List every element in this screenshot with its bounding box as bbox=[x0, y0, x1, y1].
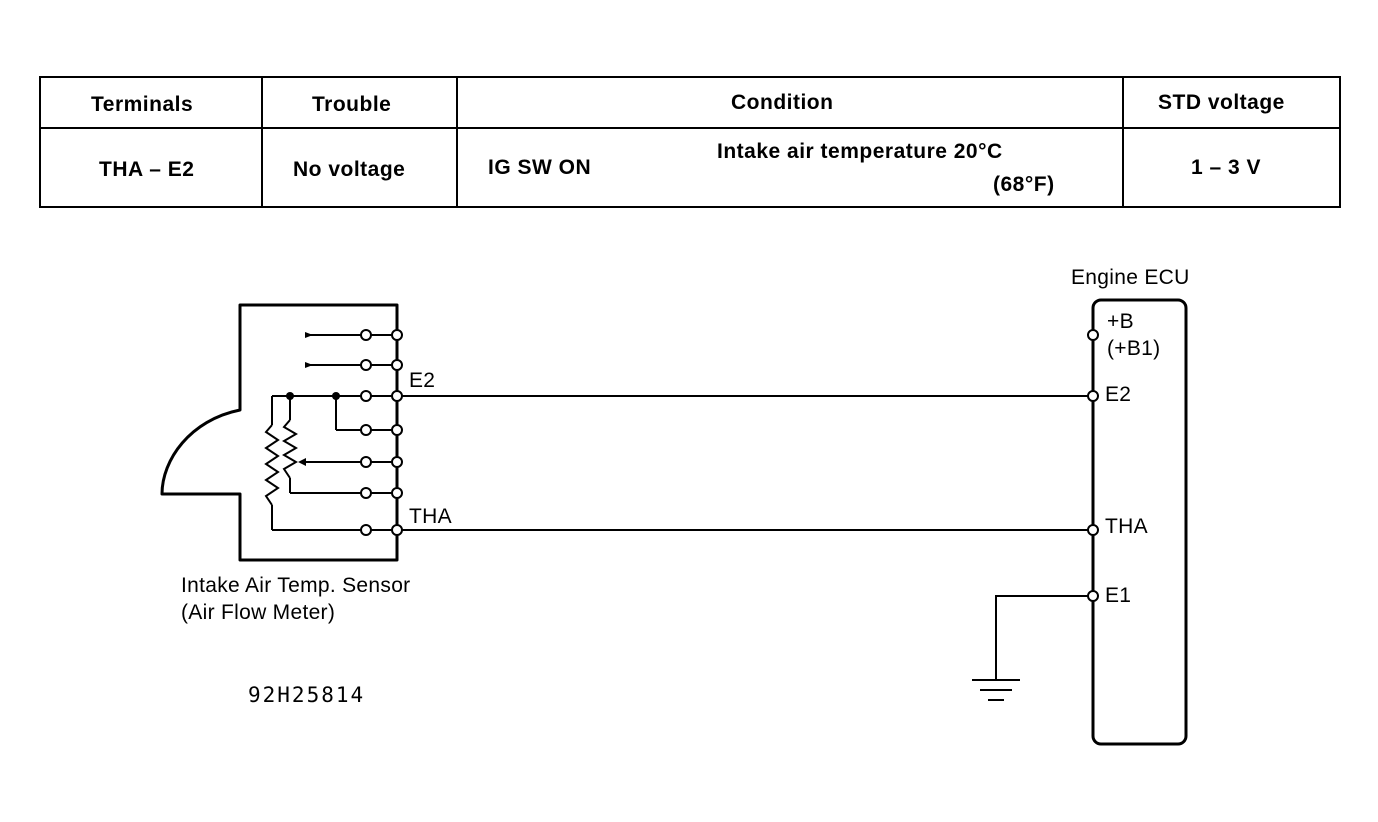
sensor-housing bbox=[160, 303, 399, 562]
sensor-terminal-e2-label: E2 bbox=[409, 369, 436, 392]
header-terminals: Terminals bbox=[91, 93, 194, 116]
table-divider bbox=[261, 78, 263, 206]
table-divider bbox=[456, 78, 458, 206]
header-condition: Condition bbox=[731, 91, 834, 114]
junction-dot bbox=[286, 392, 294, 400]
cell-condition-switch: IG SW ON bbox=[488, 156, 592, 179]
table-divider bbox=[1122, 78, 1124, 206]
ecu-e1-label: E1 bbox=[1105, 584, 1132, 607]
header-std-voltage: STD voltage bbox=[1158, 91, 1285, 114]
sensor-label-line1: Intake Air Temp. Sensor bbox=[181, 574, 411, 597]
wire-e1 bbox=[995, 595, 1093, 680]
wiper-arrow bbox=[298, 458, 306, 466]
sensor-label-line2: (Air Flow Meter) bbox=[181, 601, 336, 624]
ecu-terminal-b bbox=[1087, 329, 1099, 341]
cell-condition-detail-f: (68°F) bbox=[993, 173, 1055, 196]
ecu-terminal-e1 bbox=[1087, 590, 1099, 602]
ecu-box bbox=[1091, 298, 1188, 746]
ecu-title: Engine ECU bbox=[1071, 266, 1190, 289]
header-trouble: Trouble bbox=[312, 93, 392, 116]
potentiometer-resistor bbox=[282, 419, 298, 479]
cell-trouble: No voltage bbox=[293, 158, 406, 181]
figure-code: 92H25814 bbox=[248, 683, 366, 707]
thermistor-resistor bbox=[264, 424, 280, 506]
ecu-b-label: +B bbox=[1107, 310, 1134, 333]
ecu-b1-label: (+B1) bbox=[1107, 337, 1161, 360]
cell-condition-detail: Intake air temperature 20°C bbox=[717, 140, 1003, 163]
ecu-e2-label: E2 bbox=[1105, 383, 1132, 406]
spec-table: Terminals Trouble Condition STD voltage … bbox=[39, 76, 1341, 208]
table-header-divider bbox=[41, 127, 1339, 129]
cell-std-voltage: 1 – 3 V bbox=[1191, 156, 1262, 179]
ecu-tha-label: THA bbox=[1105, 515, 1148, 538]
ecu-terminal-e2 bbox=[1087, 390, 1099, 402]
cell-terminals: THA – E2 bbox=[99, 158, 195, 181]
ecu-terminal-tha bbox=[1087, 524, 1099, 536]
sensor-terminal-tha-label: THA bbox=[409, 505, 452, 528]
junction-dot bbox=[332, 392, 340, 400]
